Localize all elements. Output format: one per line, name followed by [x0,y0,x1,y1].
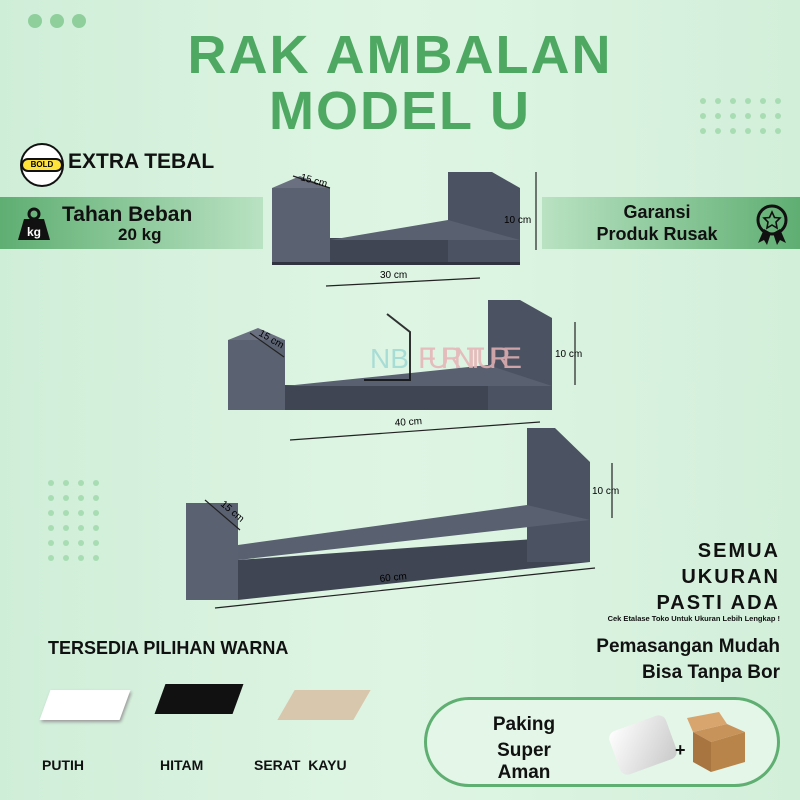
svg-text:FURNITURE: FURNITURE [418,342,522,375]
decor-dot-grid [700,98,781,134]
load-line2: 20 kg [118,225,162,244]
svg-text:NB: NB [370,343,409,374]
decor-dot [28,14,42,28]
award-ribbon-icon [752,203,792,250]
shelf-medium-height: 10 cm [555,349,582,360]
colors-heading: TERSEDIA PILIHAN WARNA [48,638,289,658]
warranty-line1: Garansi [623,202,691,222]
sizes-line2: UKURAN [681,566,780,588]
decor-dot [50,14,64,28]
warranty-band: Garansi Produk Rusak [542,197,800,249]
shelf-large [186,428,590,600]
shelf-small-width: 30 cm [380,270,407,281]
sizes-note: Cek Etalase Toko Untuk Ukuran Lebih Leng… [607,614,780,623]
packing-line2: Super Aman [497,740,551,783]
sizes-line1: SEMUA [697,540,780,562]
packing-box: Paking Super Aman + [424,697,780,787]
extra-tebal-label: EXTRA TEBAL [68,150,215,173]
packing-line1: Paking [492,714,556,735]
svg-text:kg: kg [27,225,41,239]
bold-logo: BOLD [20,143,64,187]
plus-sign: + [675,740,686,760]
title-line1: RAK AMBALAN [187,25,613,85]
title-line2: MODEL U [268,81,531,141]
color-label-wood: SERAT KAYU [254,757,347,773]
color-label-white: PUTIH [42,757,84,773]
shelf-large-height: 10 cm [592,486,619,497]
decor-dot [72,14,86,28]
cardboard-box-icon [685,710,751,781]
install-line2: Bisa Tanpa Bor [642,662,780,683]
weight-icon: kg [16,207,52,241]
watermark: NB FURNITURE [364,313,522,381]
bubble-wrap-icon [606,713,680,777]
shelf-medium-width: 40 cm [394,416,422,429]
color-swatch-white [39,690,131,720]
shelf-large-width: 60 cm [379,571,407,585]
color-label-black: HITAM [160,757,204,773]
shelf-medium [228,300,552,410]
load-capacity-band: kg Tahan Beban 20 kg [0,197,263,249]
decor-dot-grid [48,480,99,561]
color-swatch-black [154,684,244,714]
shelf-small [272,172,520,265]
sizes-line3: PASTI ADA [656,592,780,614]
shelf-small-height: 10 cm [504,215,531,226]
load-line1: Tahan Beban [62,203,193,226]
warranty-line2: Produk Rusak [596,224,718,244]
install-line1: Pemasangan Mudah [596,636,780,657]
